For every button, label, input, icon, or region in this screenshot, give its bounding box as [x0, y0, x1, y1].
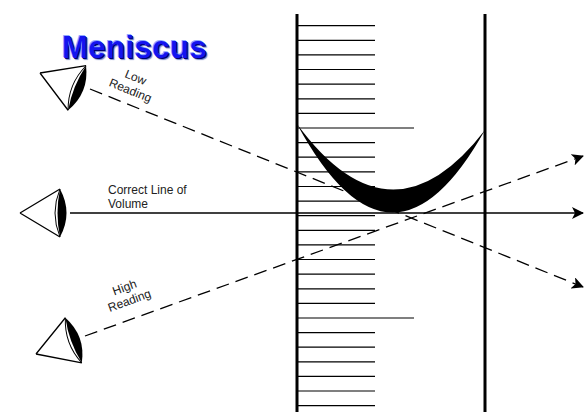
- eye-symbol: [28, 316, 88, 377]
- sight-line: [90, 89, 583, 287]
- label-holder: Low Reading: [101, 60, 165, 108]
- sight-line: [70, 212, 583, 213]
- sight-line: [85, 156, 583, 336]
- label-holder: High Reading: [95, 271, 159, 317]
- label-holder: Correct Line of Volume: [106, 183, 198, 211]
- meniscus-curve: [297, 124, 485, 213]
- reading-label: Correct Line of Volume: [106, 183, 198, 211]
- diagram-title: Meniscus: [62, 30, 207, 66]
- reading-label: High Reading: [95, 271, 159, 317]
- graduation-ticks: [297, 26, 414, 406]
- eye-symbol: [20, 189, 67, 237]
- title-holder: Meniscus: [62, 30, 207, 66]
- reading-label: Low Reading: [101, 60, 165, 108]
